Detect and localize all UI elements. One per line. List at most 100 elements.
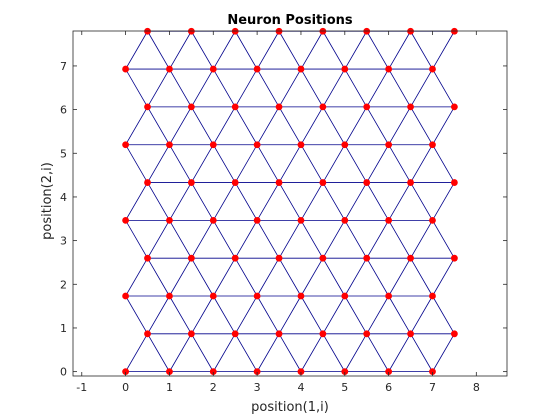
neighbor-edge: [147, 106, 170, 145]
neuron-point: [166, 368, 173, 376]
neighbor-edge: [432, 295, 455, 335]
neighbor-edge: [191, 68, 214, 108]
neuron-points: [122, 27, 458, 376]
neuron-point: [407, 254, 414, 262]
neighbor-edge: [256, 68, 280, 108]
neuron-point: [253, 65, 261, 73]
neuron-point: [429, 368, 436, 376]
neighbor-edge: [322, 68, 346, 108]
neuron-point: [166, 141, 173, 149]
neighbor-edge: [256, 220, 280, 259]
neighbor-edge: [169, 220, 192, 259]
neighbor-edge: [432, 144, 455, 183]
neighbor-edge: [147, 31, 170, 70]
neuron-point: [187, 179, 195, 186]
neighbor-edge: [432, 68, 455, 108]
neuron-point: [144, 330, 151, 338]
neighbor-edge: [191, 144, 214, 183]
neighbor-edge: [212, 144, 236, 183]
neighbor-edge: [344, 31, 368, 70]
neighbor-edge: [410, 144, 433, 183]
neighbor-edge: [432, 106, 455, 145]
x-tick-label: 7: [429, 381, 436, 394]
neighbor-edge: [322, 106, 346, 145]
neighbor-edge: [125, 220, 148, 259]
neuron-point: [166, 292, 173, 300]
neuron-point: [385, 292, 393, 300]
neighbor-edge: [344, 295, 368, 335]
neighbor-edge: [388, 68, 411, 108]
neighbor-edge: [169, 295, 192, 335]
neighbor-edge: [300, 257, 324, 297]
neighbor-edge: [147, 68, 170, 108]
neighbor-edge: [366, 220, 389, 259]
neuron-point: [209, 65, 217, 73]
neuron-point: [363, 103, 371, 111]
neuron-point: [122, 216, 130, 224]
neuron-point: [450, 103, 458, 111]
axes-frame: [72, 30, 508, 377]
x-tick-label: 2: [210, 381, 217, 394]
axes-box: [72, 30, 508, 377]
neighbor-edge: [278, 257, 302, 297]
neighbor-edge: [366, 106, 389, 145]
neighbor-edge: [125, 68, 148, 108]
neighbor-edge: [212, 220, 236, 259]
neuron-point: [341, 216, 349, 224]
neighbor-edge: [300, 31, 324, 70]
neuron-point: [297, 216, 305, 224]
neighbor-edge: [234, 106, 258, 145]
neighbor-edge: [410, 257, 433, 297]
neighbor-edge: [300, 144, 324, 183]
neighbor-edge: [300, 295, 324, 335]
neighbor-edge: [234, 257, 258, 297]
neuron-point: [122, 292, 130, 300]
neuron-point: [319, 179, 327, 186]
neighbor-edge: [191, 106, 214, 145]
neighbor-edge: [256, 144, 280, 183]
x-tick-label: -1: [76, 381, 87, 394]
y-tick-label: 6: [60, 104, 67, 117]
y-tick-label: 4: [60, 191, 67, 204]
neuron-point: [144, 254, 151, 262]
neuron-point: [187, 330, 195, 338]
neighbor-edge: [344, 220, 368, 259]
neighbor-edge: [191, 295, 214, 335]
neighbor-edge: [366, 68, 389, 108]
neighbor-edge: [344, 182, 368, 221]
neighbor-edge: [410, 295, 433, 335]
neuron-point: [209, 216, 217, 224]
neighbor-edge: [234, 144, 258, 183]
neighbor-edge: [388, 182, 411, 221]
neighbor-edge: [388, 220, 411, 259]
neuron-point: [363, 254, 371, 262]
neuron-point: [144, 179, 151, 186]
neighbor-edge: [191, 220, 214, 259]
chart-title: Neuron Positions: [227, 13, 353, 28]
x-tick-label: 0: [122, 381, 129, 394]
y-tick-label: 7: [60, 60, 67, 73]
neuron-point: [407, 330, 414, 338]
y-tick-label: 3: [60, 235, 67, 248]
neighbor-edge: [169, 68, 192, 108]
neighbor-edge: [212, 31, 236, 70]
neuron-point: [319, 103, 327, 111]
neighbor-edge: [322, 257, 346, 297]
neighbor-edge: [388, 333, 411, 372]
neighbor-edge: [191, 31, 214, 70]
neighbor-edge: [169, 257, 192, 297]
neighbor-edge: [234, 333, 258, 372]
neuron-point: [231, 330, 239, 338]
y-tick-label: 1: [60, 322, 67, 335]
x-tick-label: 6: [385, 381, 392, 394]
neighbor-edge: [169, 31, 192, 70]
neighbor-edge: [147, 220, 170, 259]
neighbor-edge: [278, 182, 302, 221]
neuron-point: [319, 254, 327, 262]
neuron-point: [275, 254, 283, 262]
y-tick-label: 2: [60, 278, 67, 291]
neighbor-edge: [256, 257, 280, 297]
y-axis-label: position(2,i): [40, 162, 55, 240]
neuron-point: [297, 141, 305, 149]
